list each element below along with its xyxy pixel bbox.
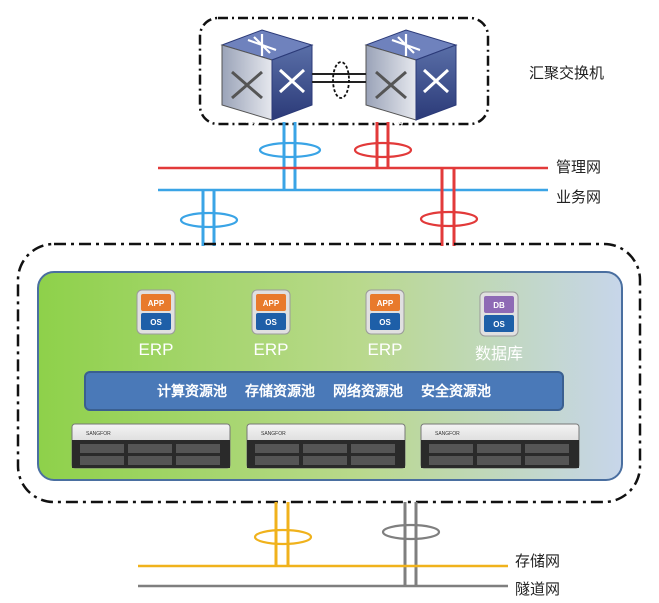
resource-pool-bar: 计算资源池 存储资源池 网络资源池 安全资源池 — [84, 371, 564, 411]
server-1-brand: SANGFOR — [86, 431, 111, 437]
vm-1-bottom-tag: OS — [150, 318, 162, 327]
server-1: SANGFOR — [71, 423, 231, 469]
stack-link — [312, 61, 366, 99]
cluster-management-uplink — [419, 168, 479, 246]
server-3-brand: SANGFOR — [435, 431, 460, 437]
server-3: SANGFOR — [420, 423, 580, 469]
compute-pool-label: 计算资源池 — [157, 384, 227, 400]
switch2-management-uplink — [353, 122, 413, 168]
server-2: SANGFOR — [246, 423, 406, 469]
vm-2-top-tag: APP — [263, 299, 280, 308]
management-network-label: 管理网 — [556, 158, 602, 176]
vm-3-label: ERP — [367, 340, 403, 359]
vm-icon-3 — [365, 289, 405, 335]
cluster-business-uplink — [179, 190, 239, 246]
server-2-brand: SANGFOR — [261, 431, 286, 437]
vm-icon-2 — [251, 289, 291, 335]
vm-3-bottom-tag: OS — [379, 318, 391, 327]
vm-3-top-tag: APP — [377, 299, 394, 308]
db-label: 数据库 — [474, 344, 523, 363]
db-top-tag: DB — [493, 301, 505, 310]
aggregation-switch-label: 汇聚交换机 — [529, 64, 605, 82]
db-icon — [479, 291, 519, 337]
tunnel-network-label: 隧道网 — [515, 580, 561, 598]
db-bottom-tag: OS — [493, 320, 505, 329]
vm-1-top-tag: APP — [148, 299, 165, 308]
switch-group-frame — [198, 16, 490, 126]
aggregation-switch-1: SWITCH — [220, 29, 314, 128]
cluster-frame — [16, 242, 642, 504]
vm-1-label: ERP — [138, 340, 174, 359]
security-pool-label: 安全资源池 — [421, 384, 491, 400]
network-pool-label: 网络资源池 — [333, 384, 403, 400]
vm-2-bottom-tag: OS — [265, 318, 277, 327]
aggregation-switch-2: SWITCH — [364, 29, 458, 128]
vm-2-label: ERP — [253, 340, 289, 359]
switch1-business-uplink — [258, 122, 322, 190]
storage-pool-label: 存储资源池 — [245, 384, 315, 400]
vm-icon-1 — [136, 289, 176, 335]
tunnel-downlink — [381, 502, 441, 586]
storage-network-label: 存储网 — [515, 552, 561, 570]
storage-downlink — [253, 502, 313, 566]
business-network-label: 业务网 — [556, 188, 602, 206]
